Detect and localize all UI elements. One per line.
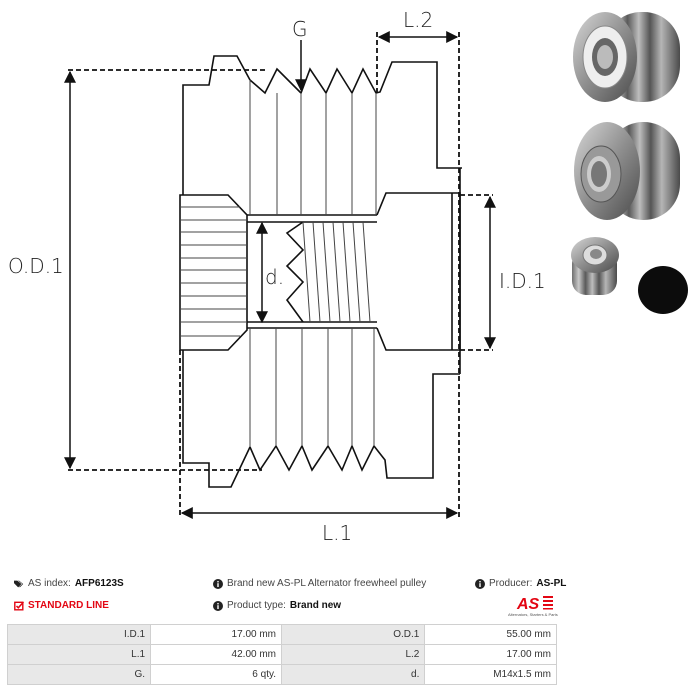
pulley-rear-view [574, 122, 680, 220]
producer-label: Producer: [489, 578, 533, 589]
grooves-top [249, 61, 462, 169]
producer: Producer: AS-PL [475, 578, 566, 589]
standard-line: STANDARD LINE [14, 600, 109, 611]
label-groove: G [292, 17, 308, 41]
grooves-bottom [249, 373, 460, 479]
info-icon [475, 578, 485, 589]
label-l1: L.1 [322, 521, 352, 545]
bore [247, 214, 377, 329]
right-hub [376, 192, 461, 351]
label-od1: O.D.1 [8, 254, 64, 278]
left-flange-bottom [182, 350, 251, 488]
table-row: G. 6 qty. d. M14x1.5 mm [6, 664, 557, 685]
pulley-angled-view [571, 237, 619, 295]
spec-label: G. [6, 664, 152, 685]
spec-label: d. [281, 664, 426, 685]
left-hub [179, 194, 248, 351]
spec-value: 17.00 mm [424, 644, 557, 665]
spec-label: I.D.1 [6, 624, 152, 645]
description: Brand new AS-PL Alternator freewheel pul… [213, 578, 426, 589]
product-info: AS index: AFP6123S STANDARD LINE Brand n… [0, 570, 689, 620]
table-row: L.1 42.00 mm L.2 17.00 mm [6, 644, 557, 665]
logo-mark: AS [516, 596, 540, 613]
left-flange-top [182, 55, 251, 195]
standard-line-label: STANDARD LINE [28, 600, 109, 611]
spec-value: 17.00 mm [150, 624, 283, 645]
producer-value: AS-PL [536, 578, 567, 589]
pulley-cap [638, 266, 688, 314]
pulley-front-view [573, 12, 680, 102]
logo-tagline: Alternators, Starters & Parts [508, 612, 558, 617]
spec-value: 6 qty. [150, 664, 283, 685]
spec-value: M14x1.5 mm [424, 664, 557, 685]
product-type-label: Product type: [227, 600, 286, 611]
label-thread: d. [265, 265, 284, 289]
spec-label: O.D.1 [281, 624, 426, 645]
as-pl-logo: AS Alternators, Starters & Parts [508, 596, 558, 617]
thread-profile [285, 221, 305, 323]
spec-label: L.2 [281, 644, 426, 665]
specs-table: I.D.1 17.00 mm O.D.1 55.00 mm L.1 42.00 … [6, 624, 557, 685]
product-type: Product type: Brand new [213, 600, 341, 611]
description-text: Brand new AS-PL Alternator freewheel pul… [227, 578, 427, 589]
info-icon [213, 600, 223, 611]
product-type-value: Brand new [289, 600, 342, 611]
spec-label: L.1 [6, 644, 152, 665]
table-row: I.D.1 17.00 mm O.D.1 55.00 mm [6, 624, 557, 645]
as-index-label: AS index: [28, 578, 71, 589]
as-index: AS index: AFP6123S [14, 578, 124, 589]
tags-icon [14, 580, 24, 587]
label-id1: I.D.1 [499, 269, 546, 293]
label-l2: L.2 [403, 8, 433, 32]
spec-value: 55.00 mm [424, 624, 557, 645]
check-square-icon [14, 600, 24, 610]
info-icon [213, 578, 223, 589]
spec-value: 42.00 mm [150, 644, 283, 665]
pulley-dimension-drawing: G L.2 O.D.1 I.D.1 d. L.1 [8, 8, 546, 545]
product-photos [571, 12, 688, 314]
as-index-value: AFP6123S [74, 578, 124, 589]
